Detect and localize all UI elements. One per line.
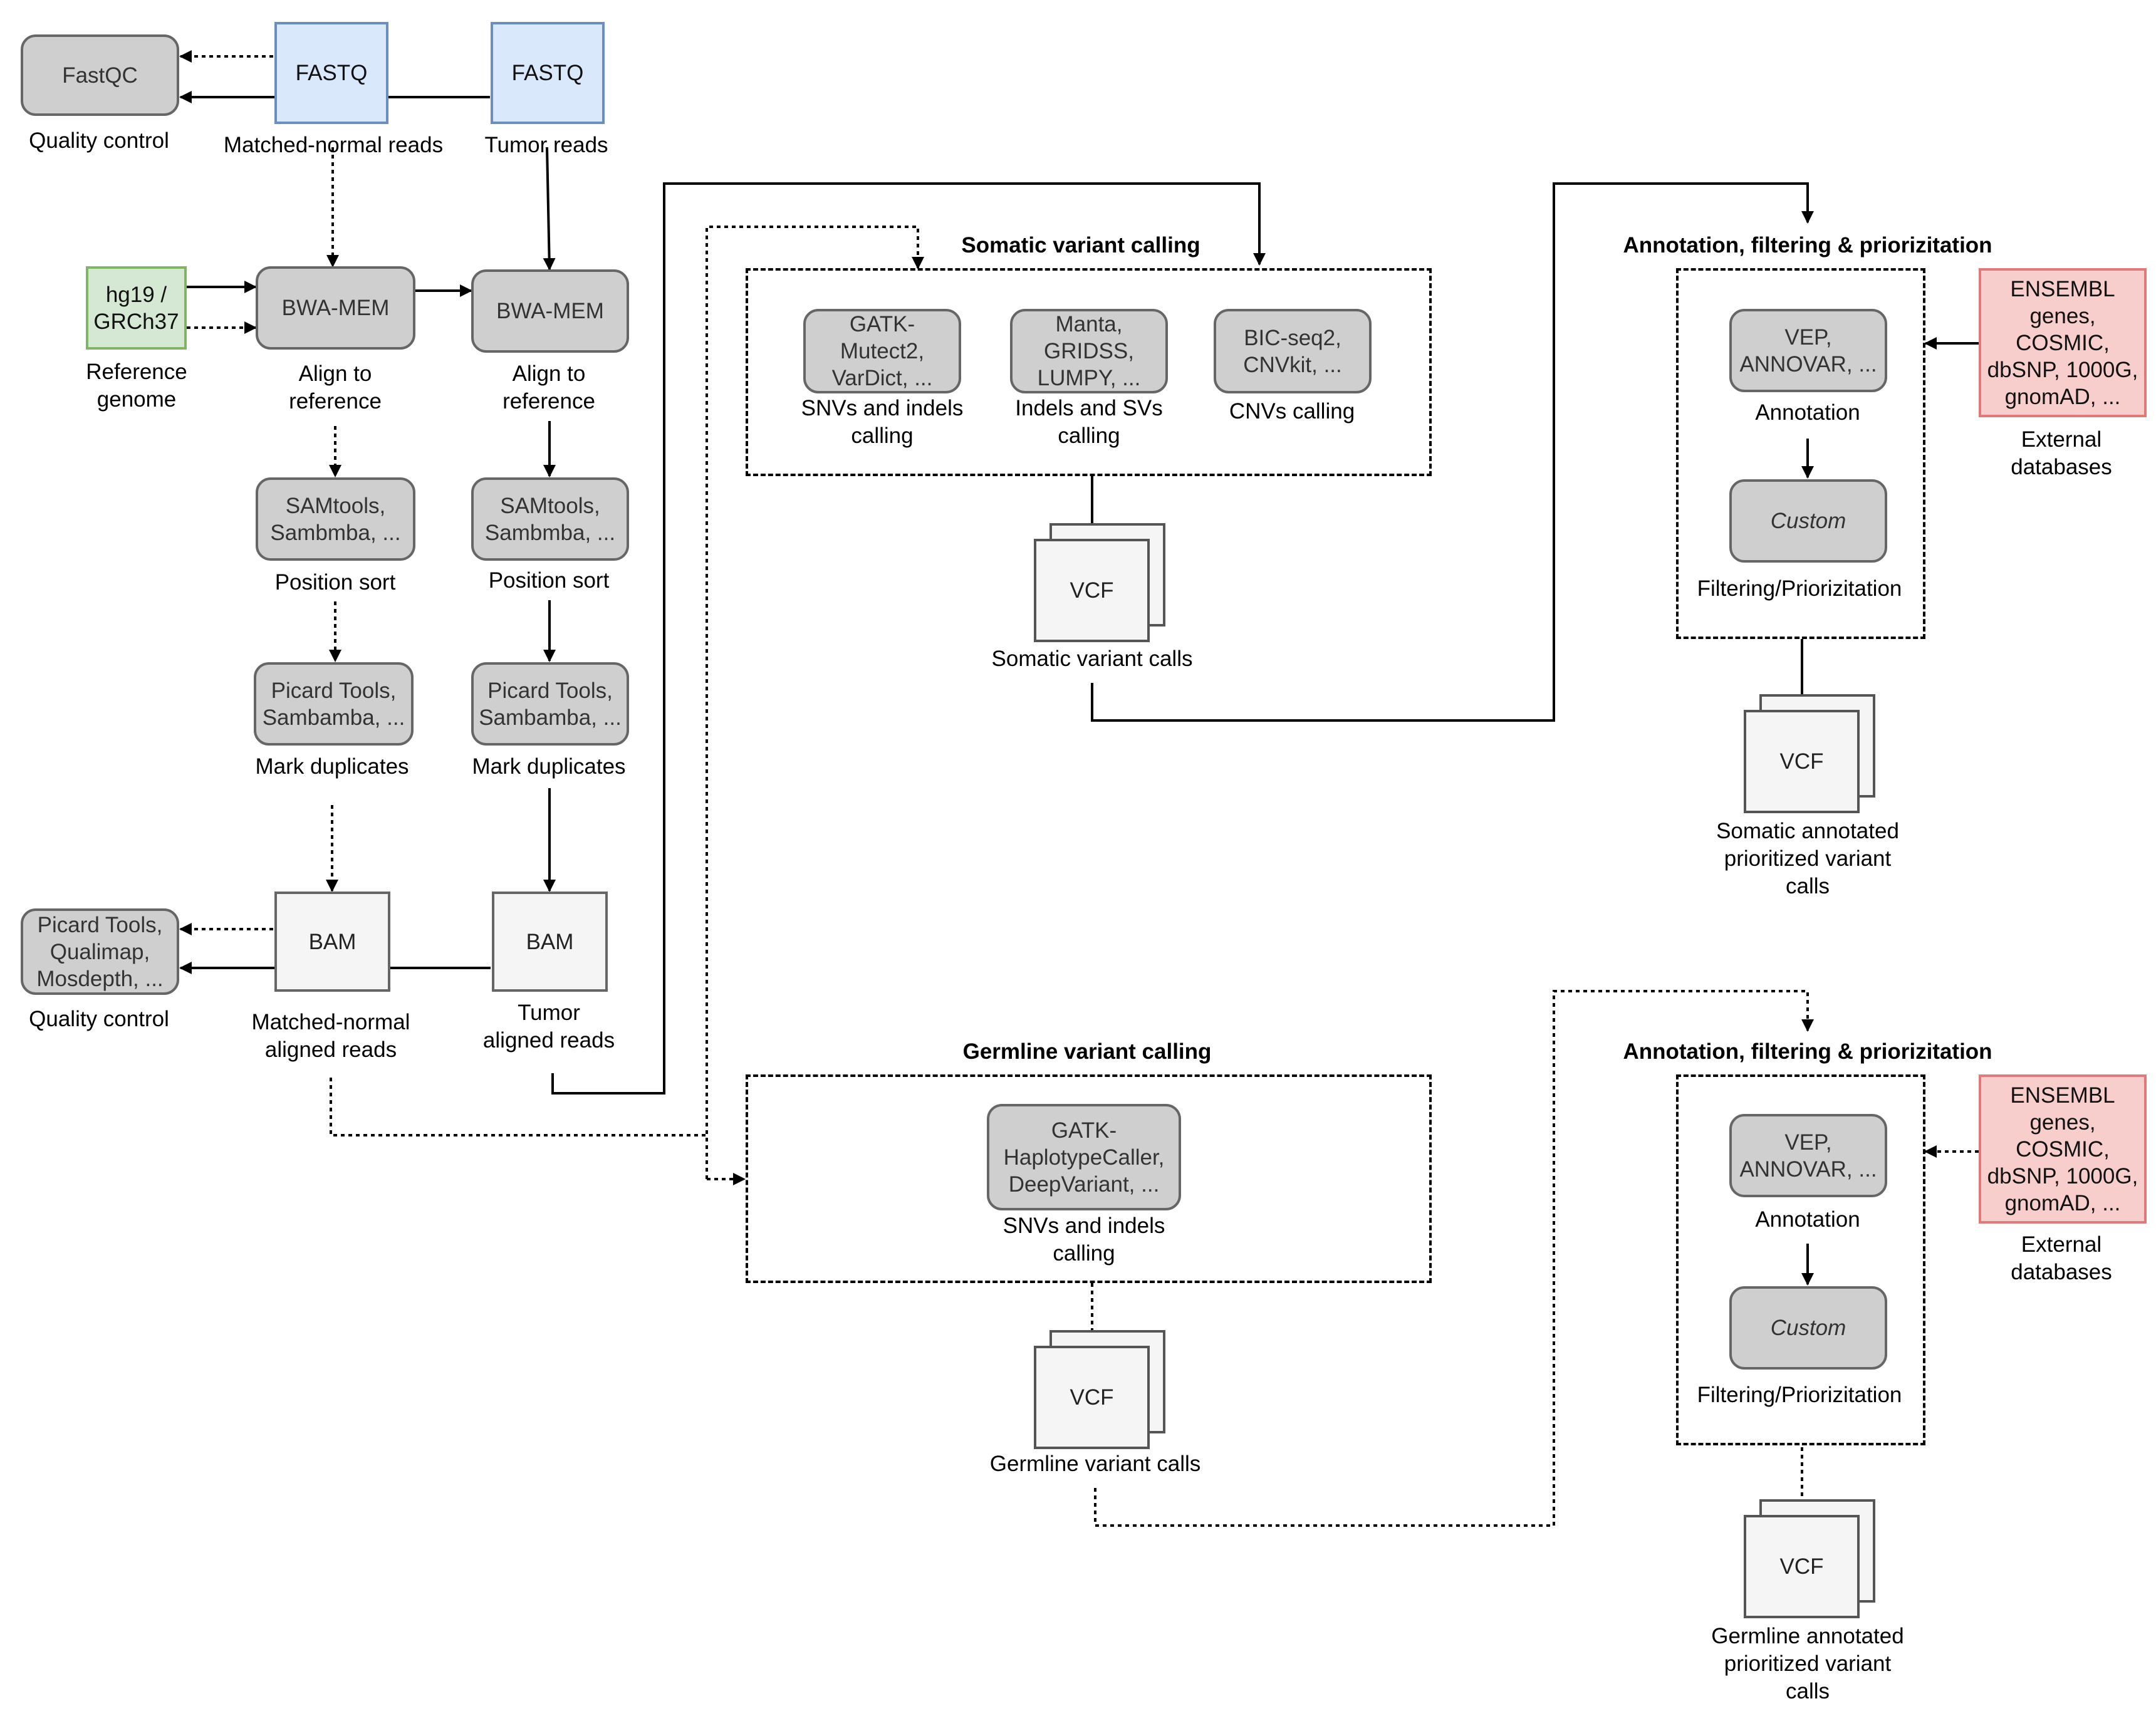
edge-normal-to-somatic-dotted: [706, 226, 924, 1179]
somatic-group-title: Somatic variant calling: [961, 233, 1200, 257]
align-tumor-label: Align to reference: [503, 361, 595, 413]
germline-snv-node[interactable]: GATK- HaplotypeCaller, DeepVariant, ...: [987, 1104, 1181, 1210]
edge-bam-normal-to-germline: [330, 1078, 707, 1136]
edge-germline-vcf-to-annot: [1094, 990, 1814, 1527]
bwa-normal-node[interactable]: BWA-MEM: [256, 266, 415, 350]
fastqc-node[interactable]: FastQC: [21, 34, 179, 116]
ger-annotation-label: Annotation: [1755, 1207, 1860, 1232]
somatic-snv-label: SNVs and indels calling: [801, 396, 964, 448]
dup-normal-label: Mark duplicates: [255, 754, 409, 779]
somatic-sv-label: Indels and SVs calling: [1015, 396, 1163, 448]
som-final-vcf-node[interactable]: VCF: [1744, 694, 1875, 813]
edge-bam-tumor-to-somatic: [551, 182, 1266, 1095]
tumor-reads-label: Tumor reads: [484, 133, 608, 157]
edge-fastq-tumor-to-bwa: [543, 147, 556, 271]
bam-qc-node[interactable]: Picard Tools, Qualimap, Mosdepth, ...: [21, 908, 179, 995]
reference-node[interactable]: hg19 / GRCh37: [86, 266, 187, 350]
somatic-snv-node[interactable]: GATK- Mutect2, VarDict, ...: [803, 309, 961, 393]
ger-filtering-label: Filtering/Priorizitation: [1697, 1383, 1902, 1407]
dup-tumor-node[interactable]: Picard Tools, Sambamba, ...: [471, 662, 629, 746]
germline-calls-label: Germline variant calls: [989, 1452, 1201, 1476]
som-filtering-label: Filtering/Priorizitation: [1697, 576, 1902, 601]
bam-tumor-node[interactable]: BAM: [492, 892, 608, 992]
som-annot-group-title: Annotation, filtering & priorizitation: [1623, 233, 1992, 257]
fastq-normal-node[interactable]: FASTQ: [274, 22, 388, 124]
align-normal-label: Align to reference: [289, 361, 382, 413]
ger-filter-tool-node[interactable]: Custom: [1729, 1286, 1887, 1370]
tumor-aligned-label: Tumor aligned reads: [482, 1001, 615, 1053]
germline-group-title: Germline variant calling: [962, 1039, 1212, 1064]
ger-final-label: Germline annotated prioritized variant c…: [1711, 1624, 1904, 1703]
som-final-vcf-label: VCF: [1744, 710, 1860, 813]
bwa-tumor-node[interactable]: BWA-MEM: [471, 269, 629, 353]
som-filter-tool-node[interactable]: Custom: [1729, 479, 1887, 563]
sort-normal-node[interactable]: SAMtools, Sambmba, ...: [256, 477, 415, 561]
som-annotation-label: Annotation: [1755, 400, 1860, 425]
fastq-tumor-node[interactable]: FASTQ: [491, 22, 605, 124]
som-final-label: Somatic annotated prioritized variant ca…: [1716, 819, 1899, 898]
ger-annot-tool-node[interactable]: VEP, ANNOVAR, ...: [1729, 1114, 1887, 1197]
somatic-sv-node[interactable]: Manta, GRIDSS, LUMPY, ...: [1010, 309, 1168, 393]
sort-normal-label: Position sort: [274, 570, 396, 595]
germline-group: [746, 1074, 1432, 1283]
ger-annot-group: [1676, 1074, 1925, 1445]
ger-external-label: External databases: [2011, 1232, 2112, 1284]
somatic-group: [746, 268, 1432, 476]
normal-aligned-label: Matched-normal aligned reads: [251, 1010, 410, 1062]
ger-annot-group-title: Annotation, filtering & priorizitation: [1623, 1039, 1992, 1064]
som-annot-tool-node[interactable]: VEP, ANNOVAR, ...: [1729, 309, 1887, 392]
sort-tumor-node[interactable]: SAMtools, Sambmba, ...: [471, 477, 629, 561]
reference-genome-label: Reference genome: [86, 360, 187, 412]
qc-top-label: Quality control: [29, 128, 169, 153]
germline-vcf-node[interactable]: VCF: [1034, 1330, 1165, 1449]
som-db-node[interactable]: ENSEMBL genes, COSMIC, dbSNP, 1000G, gno…: [1979, 268, 2147, 417]
somatic-vcf-node[interactable]: VCF: [1034, 523, 1165, 642]
som-annot-group: [1676, 268, 1925, 639]
somatic-cnv-label: CNVs calling: [1229, 399, 1355, 424]
sort-tumor-label: Position sort: [488, 568, 610, 593]
germline-snv-label: SNVs and indels calling: [1002, 1214, 1165, 1266]
ger-final-vcf-label: VCF: [1744, 1515, 1860, 1618]
dup-normal-node[interactable]: Picard Tools, Sambamba, ...: [254, 662, 414, 746]
somatic-cnv-node[interactable]: BIC-seq2, CNVkit, ...: [1214, 309, 1372, 393]
ger-final-vcf-node[interactable]: VCF: [1744, 1499, 1875, 1618]
bam-normal-node[interactable]: BAM: [274, 892, 390, 992]
som-external-label: External databases: [2011, 427, 2112, 479]
germline-vcf-label: VCF: [1034, 1346, 1150, 1449]
qc-bottom-label: Quality control: [29, 1007, 169, 1031]
dup-tumor-label: Mark duplicates: [472, 754, 626, 779]
ger-db-node[interactable]: ENSEMBL genes, COSMIC, dbSNP, 1000G, gno…: [1979, 1074, 2147, 1224]
somatic-vcf-label: VCF: [1034, 539, 1150, 642]
normal-reads-label: Matched-normal reads: [223, 133, 444, 157]
somatic-calls-label: Somatic variant calls: [991, 647, 1193, 671]
edge-somatic-vcf-to-annot: [1091, 182, 1814, 722]
